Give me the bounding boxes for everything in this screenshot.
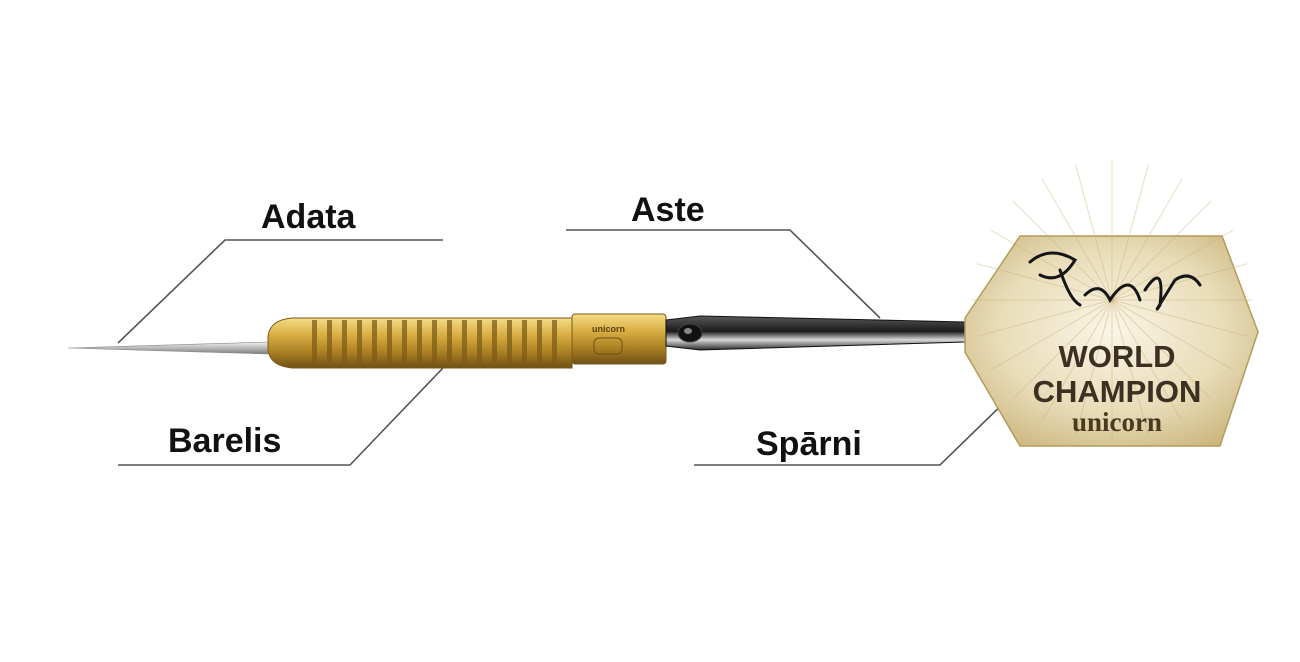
grip-ring bbox=[522, 320, 527, 366]
starburst-ray bbox=[1111, 299, 1248, 337]
grip-ring bbox=[387, 320, 392, 366]
starburst-ray bbox=[1041, 299, 1113, 422]
flight-brand-logo: unicorn bbox=[1072, 407, 1162, 437]
starburst-ray bbox=[1111, 200, 1212, 301]
starburst-ray bbox=[1111, 164, 1149, 301]
leader-line-barrel bbox=[118, 344, 466, 466]
grip-ring bbox=[492, 320, 497, 366]
dart-point bbox=[67, 341, 269, 355]
grip-ring bbox=[357, 320, 362, 366]
barrel-engraving: unicorn bbox=[592, 324, 625, 334]
grip-ring bbox=[552, 320, 557, 366]
starburst-ray bbox=[1111, 263, 1248, 301]
dart-barrel: unicorn bbox=[267, 313, 667, 369]
signature-mark bbox=[1028, 251, 1202, 311]
grip-ring bbox=[507, 320, 512, 366]
flight-starburst-pattern bbox=[972, 160, 1252, 440]
grip-ring bbox=[537, 320, 542, 366]
label-barrel: Barelis bbox=[168, 422, 282, 460]
starburst-ray bbox=[976, 299, 1113, 337]
starburst-ray bbox=[1012, 200, 1113, 301]
dart-flight: WORLD CHAMPION unicorn bbox=[964, 160, 1259, 447]
grip-ring bbox=[417, 320, 422, 366]
starburst-ray bbox=[1111, 299, 1234, 371]
label-flight: Spārni bbox=[756, 425, 862, 463]
grip-ring bbox=[432, 320, 437, 366]
grip-ring bbox=[342, 320, 347, 366]
starburst-ray bbox=[1012, 299, 1113, 400]
leader-line-shaft bbox=[566, 229, 881, 319]
grip-ring bbox=[447, 320, 452, 366]
starburst-ray bbox=[1111, 299, 1149, 436]
starburst-ray bbox=[976, 263, 1113, 301]
grip-ring bbox=[372, 320, 377, 366]
grip-ring bbox=[477, 320, 482, 366]
starburst-ray bbox=[1111, 178, 1183, 301]
label-shaft: Aste bbox=[631, 191, 705, 229]
grip-ring bbox=[312, 320, 317, 366]
barrel-grip-rings bbox=[312, 320, 557, 366]
flight-text-world: WORLD bbox=[1058, 339, 1175, 374]
starburst-ray bbox=[1111, 299, 1212, 400]
starburst-ray bbox=[1111, 299, 1183, 422]
starburst-ray bbox=[1075, 164, 1113, 301]
starburst-ray bbox=[990, 299, 1113, 371]
label-tip: Adata bbox=[261, 198, 356, 236]
starburst-ray bbox=[1041, 178, 1113, 301]
grip-ring bbox=[402, 320, 407, 366]
grip-ring bbox=[327, 320, 332, 366]
leader-line-flight bbox=[694, 391, 1016, 466]
grip-ring bbox=[462, 320, 467, 366]
leader-line-tip bbox=[117, 239, 443, 344]
starburst-ray bbox=[1075, 299, 1113, 436]
flight-text-champion: CHAMPION bbox=[1033, 374, 1202, 409]
